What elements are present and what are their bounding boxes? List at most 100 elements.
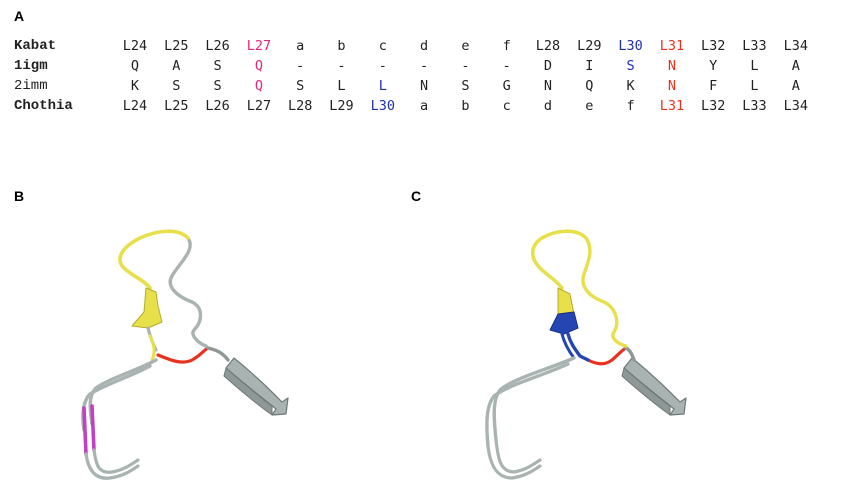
alignment-cell: L29 bbox=[329, 98, 354, 114]
alignment-cell: - bbox=[461, 58, 470, 74]
alignment-cell: K bbox=[130, 78, 140, 94]
alignment-cell: L33 bbox=[742, 38, 767, 54]
yellow-loop-right bbox=[581, 236, 628, 348]
alignment-cell: S bbox=[461, 78, 470, 94]
alignment-cell: S bbox=[172, 78, 181, 94]
alignment-cell: L26 bbox=[205, 38, 230, 54]
bottom-tail bbox=[92, 448, 140, 474]
alignment-cell: N bbox=[420, 78, 429, 94]
alignment-cell: L bbox=[750, 78, 759, 94]
alignment-cell: L27 bbox=[246, 38, 272, 54]
arrow-blue-part bbox=[549, 311, 579, 335]
alignment-cell: c bbox=[502, 98, 511, 114]
alignment-cell: L bbox=[378, 78, 387, 94]
alignment-cell: Y bbox=[709, 58, 718, 74]
alignment-cell: L33 bbox=[742, 98, 767, 114]
alignment-cell: L bbox=[750, 58, 759, 74]
yellow-loop bbox=[530, 229, 588, 290]
alignment-cell: L28 bbox=[535, 38, 561, 54]
alignment-cell: L32 bbox=[700, 38, 726, 54]
alignment-cell: N bbox=[667, 78, 676, 94]
alignment-cell: - bbox=[378, 58, 387, 74]
alignment-cell: G bbox=[502, 78, 511, 94]
yellow-lower bbox=[148, 334, 156, 362]
alignment-cell: A bbox=[791, 78, 800, 94]
magenta-strand-2 bbox=[82, 406, 88, 456]
alignment-cell: I bbox=[585, 58, 594, 74]
alignment-cell: A bbox=[172, 58, 181, 74]
loop-structure-c bbox=[485, 229, 687, 480]
alignment-cell: Q bbox=[585, 78, 594, 94]
alignment-cell: Q bbox=[254, 58, 263, 74]
alignment-cell: f bbox=[626, 98, 635, 114]
alignment-cell: S bbox=[213, 58, 222, 74]
alignment-cell: c bbox=[378, 38, 387, 54]
alignment-cell: L25 bbox=[164, 38, 189, 54]
alignment-cell: L bbox=[337, 78, 346, 94]
alignment-cell: a bbox=[296, 38, 305, 54]
bottom-tail-2 bbox=[84, 452, 140, 480]
alignment-row-kabat: Kabat L24 L25 L26 L27 a b c d e f L28 L29 L30 L31 L32 L3… bbox=[0, 36, 850, 56]
alignment-cell: K bbox=[626, 78, 635, 94]
alignment-cell: - bbox=[296, 58, 305, 74]
alignment-cell: N bbox=[543, 78, 553, 94]
alignment-cell: L30 bbox=[370, 98, 395, 114]
alignment-cell: N bbox=[667, 58, 676, 74]
bottom-tail bbox=[494, 438, 542, 474]
yellow-loop bbox=[118, 229, 190, 290]
alignment-cell: L25 bbox=[164, 98, 189, 114]
loop-structure-b bbox=[81, 229, 289, 480]
blue-stem-2 bbox=[560, 332, 576, 360]
alignment-cell: D bbox=[543, 58, 553, 74]
alignment-cell: L29 bbox=[577, 38, 602, 54]
alignment-cell: e bbox=[585, 98, 594, 114]
alignment-cell: a bbox=[420, 98, 429, 114]
yellow-arrow bbox=[131, 287, 163, 329]
bottom-tail-2 bbox=[486, 444, 542, 480]
alignment-cell: d bbox=[420, 38, 429, 54]
red-segment bbox=[156, 346, 210, 364]
alignment-cell: L26 bbox=[205, 98, 230, 114]
row-label: Chothia bbox=[14, 98, 73, 114]
alignment-cell: S bbox=[213, 78, 222, 94]
panel-label-b: B bbox=[14, 188, 25, 204]
alignment-cell: L30 bbox=[618, 38, 643, 54]
alignment-cell: L27 bbox=[246, 98, 272, 114]
row-label: 2imm bbox=[14, 78, 48, 94]
alignment-cell: f bbox=[502, 38, 511, 54]
alignment-cell: d bbox=[543, 98, 553, 114]
gray-link bbox=[624, 346, 636, 362]
alignment-cell: L31 bbox=[659, 38, 685, 54]
alignment-cell: b bbox=[337, 38, 346, 54]
red-segment bbox=[586, 346, 628, 366]
alignment-cell: S bbox=[296, 78, 305, 94]
alignment-cell: L24 bbox=[122, 38, 148, 54]
right-sheet-ribbon-shade bbox=[223, 367, 273, 416]
left-strand-1 bbox=[492, 356, 576, 442]
top-loop-gray bbox=[168, 236, 208, 348]
alignment-cell: - bbox=[337, 58, 346, 74]
alignment-cell: L34 bbox=[783, 98, 808, 114]
alignment-cell: - bbox=[502, 58, 511, 74]
blue-stem bbox=[566, 332, 590, 362]
alignment-cell: - bbox=[420, 58, 429, 74]
row-label: 1igm bbox=[14, 58, 48, 74]
row-label: Kabat bbox=[14, 38, 57, 54]
right-sheet-ribbon-shade bbox=[621, 367, 671, 416]
alignment-cell: L24 bbox=[122, 98, 148, 114]
alignment-row-2imm: 2imm K S S Q S L L N S G N Q K N F L A bbox=[0, 76, 850, 96]
alignment-cell: Q bbox=[254, 78, 263, 94]
left-strand-2 bbox=[485, 362, 570, 448]
gray-link bbox=[206, 346, 230, 362]
panel-label-c: C bbox=[411, 188, 422, 204]
alignment-cell: L32 bbox=[700, 98, 726, 114]
alignment-cell: e bbox=[461, 38, 470, 54]
alignment-cell: A bbox=[791, 58, 800, 74]
alignment-cell: F bbox=[709, 78, 718, 94]
alignment-cell: Q bbox=[130, 58, 140, 74]
panel-label-a: A bbox=[14, 8, 25, 24]
magenta-strand-1 bbox=[90, 404, 96, 452]
alignment-cell: L28 bbox=[287, 98, 313, 114]
